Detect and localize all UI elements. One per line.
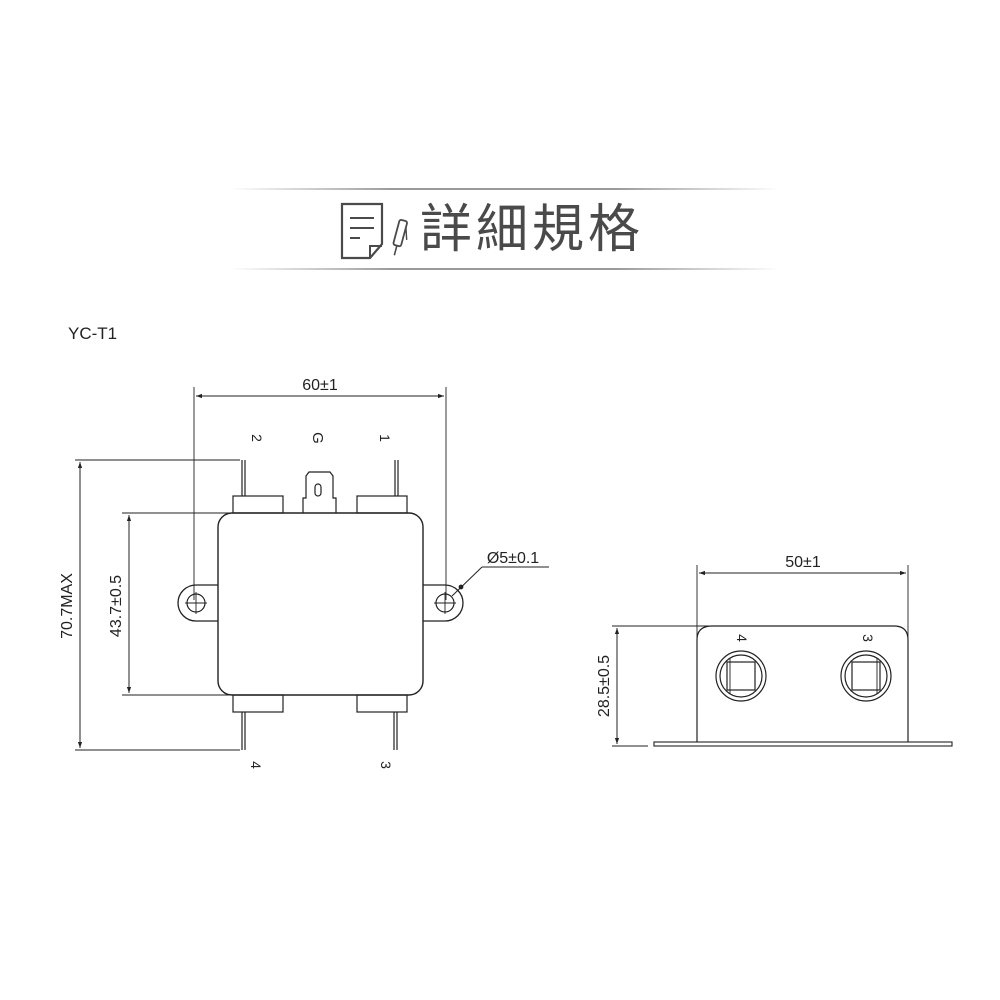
front-body-height-dim: 43.7±0.5	[108, 575, 125, 637]
pin-label-3: 3	[378, 761, 394, 769]
pin-label-1: 1	[377, 434, 393, 442]
side-terminal-label-3: 3	[860, 634, 876, 642]
side-width-dim: 50±1	[785, 554, 821, 571]
page-title: 詳細規格	[420, 200, 645, 260]
spec-banner: 詳細規格	[230, 186, 780, 274]
front-width-dim: 60±1	[302, 377, 338, 394]
banner-bottom-divider	[230, 268, 780, 270]
side-terminal-label-4: 4	[734, 634, 750, 642]
model-label: YC-T1	[68, 324, 118, 343]
side-height-dim: 28.5±0.5	[596, 655, 613, 717]
front-height-max-dim: 70.7MAX	[59, 573, 76, 639]
pin-label-2: 2	[249, 434, 265, 442]
document-pen-icon	[340, 202, 408, 260]
pin-label-4: 4	[248, 761, 264, 769]
front-view	[75, 387, 549, 751]
side-view	[612, 565, 953, 747]
pin-label-G: G	[309, 432, 326, 444]
hole-diameter-dim: Ø5±0.1	[487, 550, 539, 567]
banner-top-divider	[230, 188, 780, 190]
